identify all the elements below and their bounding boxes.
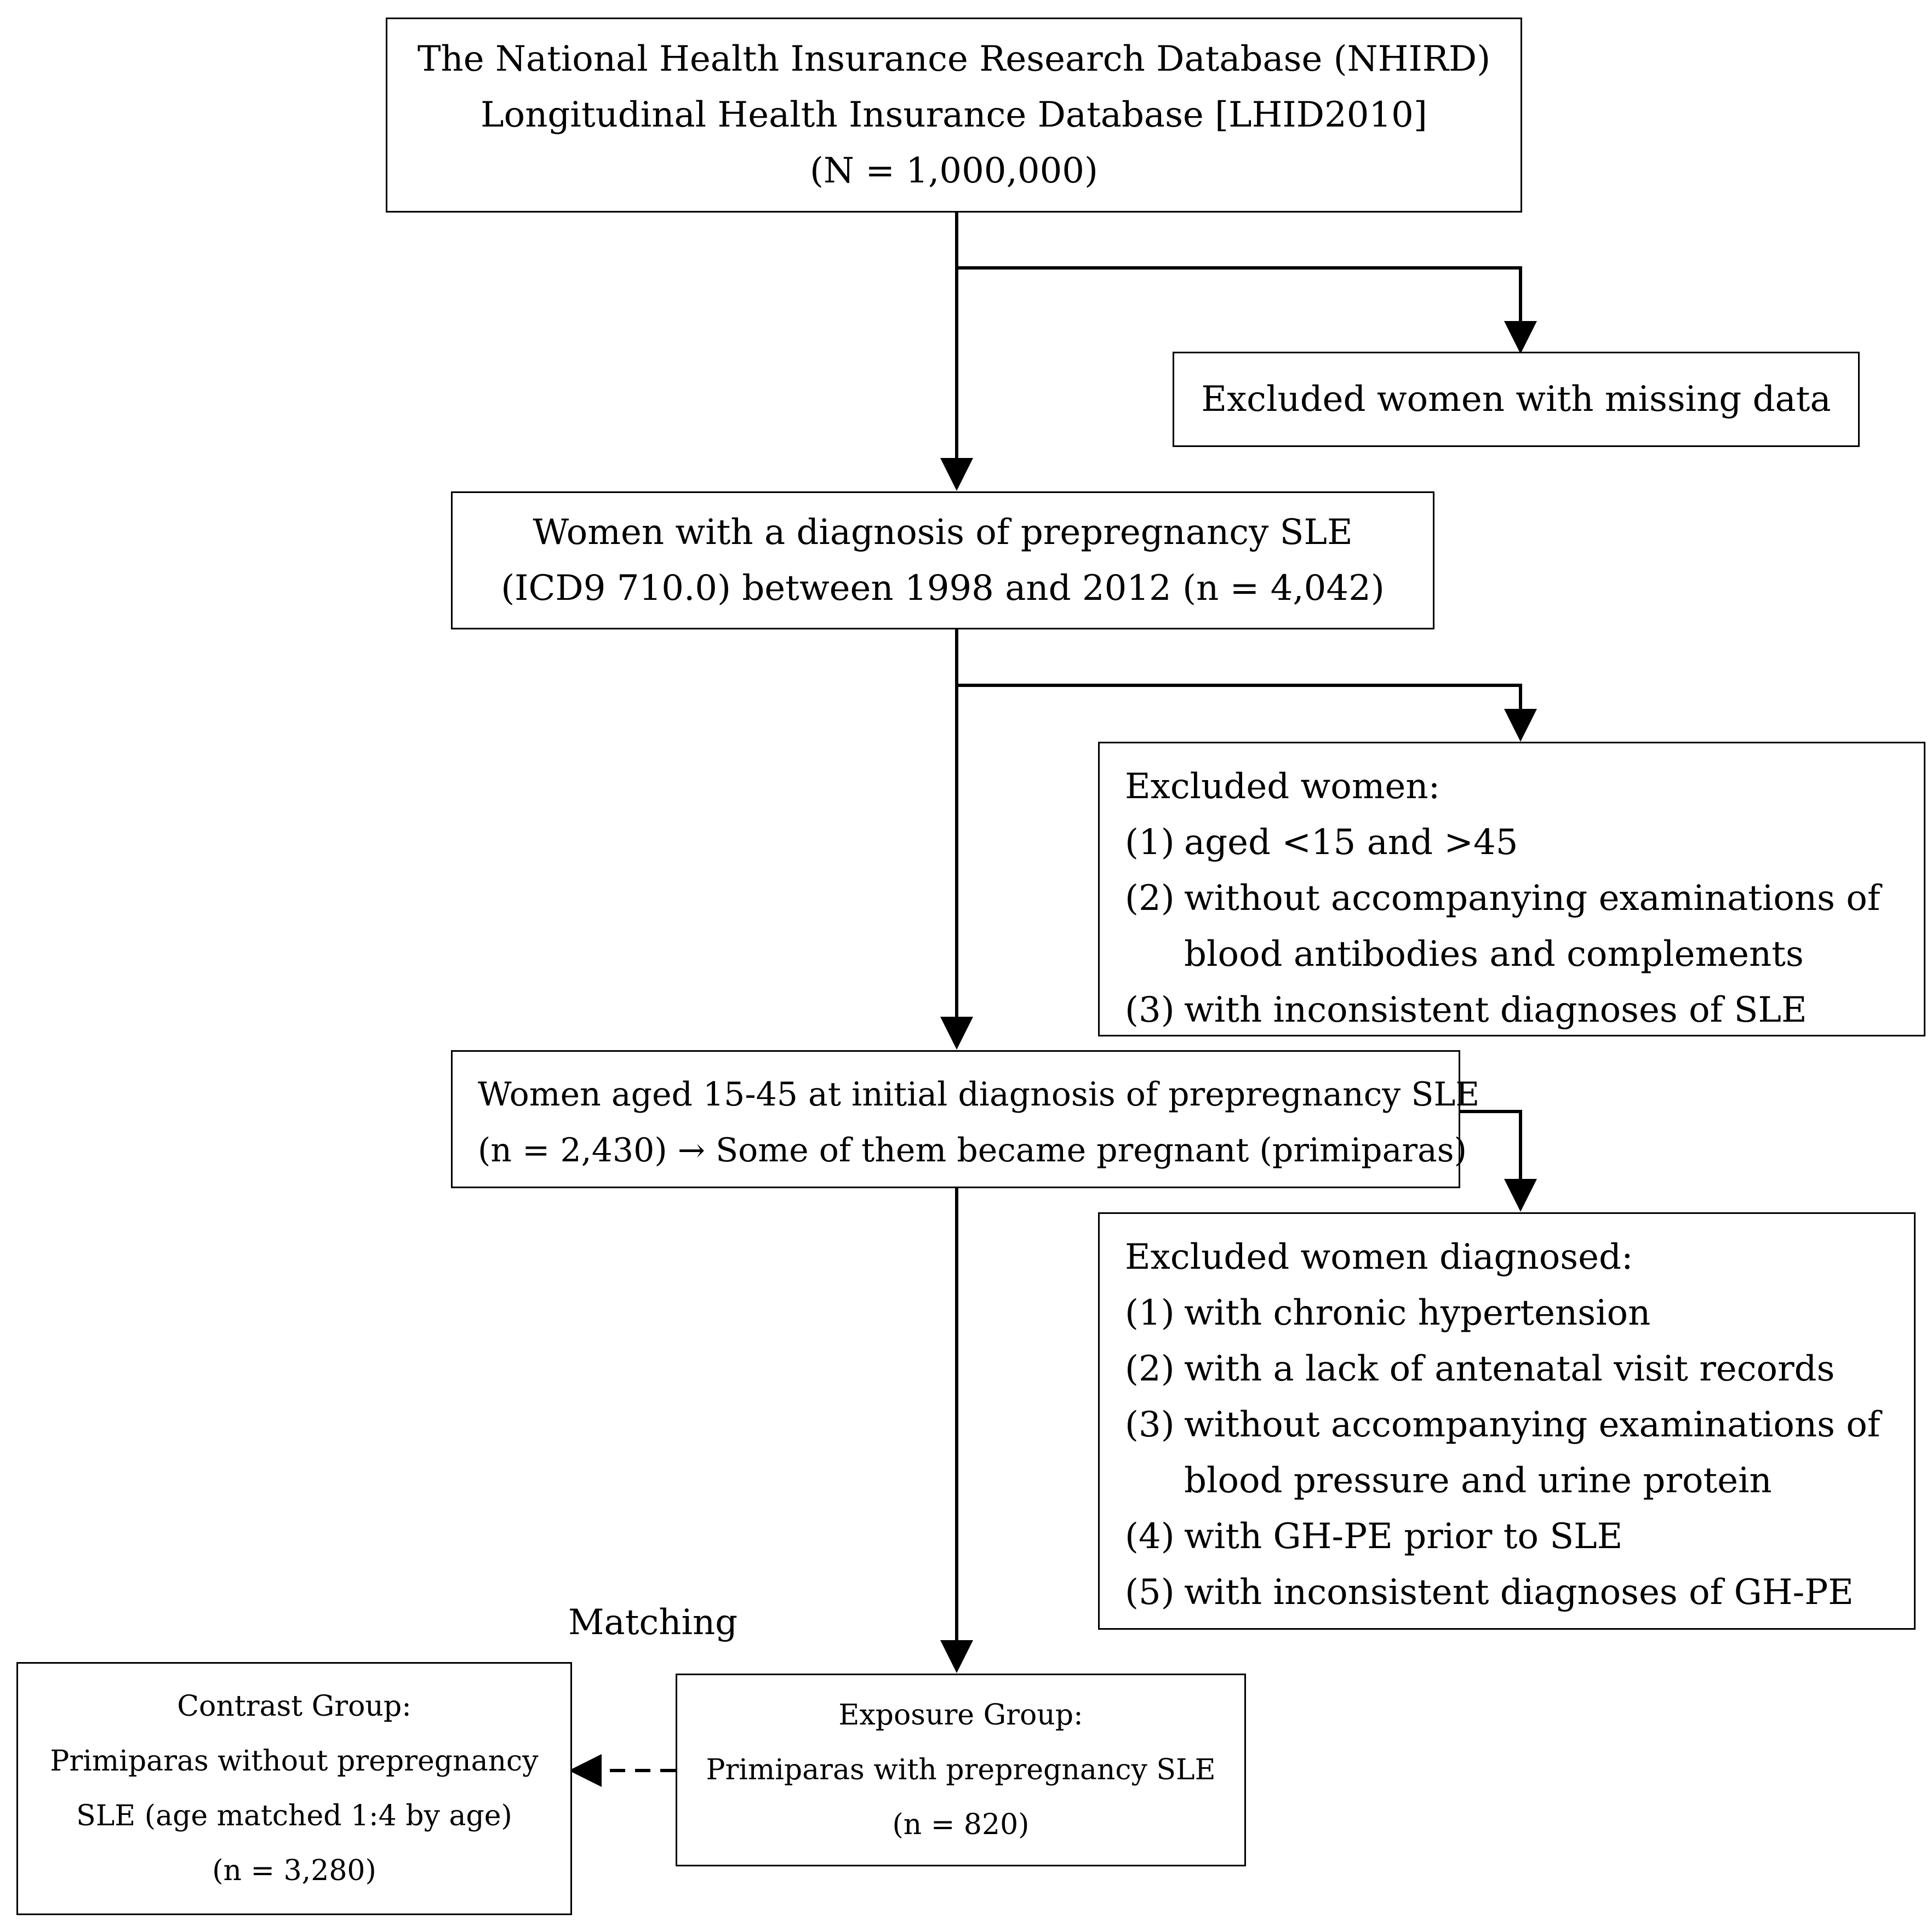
source-line-2: Longitudinal Health Insurance Database [… xyxy=(481,95,1427,135)
contrast-group-line-3: SLE (age matched 1:4 by age) xyxy=(76,1800,512,1832)
criterion-text: with inconsistent diagnoses of GH-PE xyxy=(1184,1572,1854,1613)
criterion-text: without accompanying examinations of xyxy=(1184,1405,1880,1445)
exposure-group-box: Exposure Group: Primiparas with prepregn… xyxy=(676,1674,1246,1866)
arrow-sle-to-excluded-women xyxy=(957,684,1537,742)
criterion-number: (4) xyxy=(1125,1516,1175,1557)
criterion-number: (5) xyxy=(1125,1572,1175,1613)
criterion-text: with inconsistent diagnoses of SLE xyxy=(1184,990,1807,1030)
excluded-missing-data-box: Excluded women with missing data xyxy=(1173,352,1860,447)
criterion-number: (3) xyxy=(1125,1405,1175,1445)
excluded-diagnosed-criterion-3: (3)without accompanying examinations of xyxy=(1125,1397,1914,1453)
criterion-text: without accompanying examinations of xyxy=(1184,878,1880,919)
excluded-women-heading: Excluded women: xyxy=(1125,766,1441,807)
excluded-women-box: Excluded women: (1)aged <15 and >45 (2)w… xyxy=(1098,742,1925,1036)
excluded-women-criterion-2: (2)without accompanying examinations of xyxy=(1125,870,1924,926)
criterion-number: (3) xyxy=(1125,990,1175,1030)
criterion-text: with chronic hypertension xyxy=(1184,1293,1651,1333)
excluded-women-criterion-1: (1)aged <15 and >45 xyxy=(1125,815,1924,870)
exposure-group-title: Exposure Group: xyxy=(838,1699,1083,1732)
excluded-women-criterion-2-continued: blood antibodies and complements xyxy=(1184,934,1804,975)
criterion-number: (1) xyxy=(1125,1293,1175,1333)
contrast-group-line-2: Primiparas without prepregnancy xyxy=(50,1745,539,1778)
criterion-text: aged <15 and >45 xyxy=(1184,822,1518,863)
excluded-women-criterion-3: (3)with inconsistent diagnoses of SLE xyxy=(1125,982,1924,1038)
source-line-1: The National Health Insurance Research D… xyxy=(417,39,1491,79)
matching-label: Matching xyxy=(568,1602,738,1643)
source-database-box: The National Health Insurance Research D… xyxy=(386,18,1522,213)
excluded-diagnosed-criterion-4: (4)with GH-PE prior to SLE xyxy=(1125,1509,1914,1565)
criterion-number: (2) xyxy=(1125,1349,1175,1389)
criterion-number: (1) xyxy=(1125,822,1175,863)
contrast-group-count: (n = 3,280) xyxy=(212,1854,376,1887)
sle-diagnosis-line-1: Women with a diagnosis of prepregnancy S… xyxy=(533,512,1353,553)
excluded-diagnosed-criterion-2: (2)with a lack of antenatal visit record… xyxy=(1125,1341,1914,1397)
excluded-diagnosed-criterion-1: (1)with chronic hypertension xyxy=(1125,1285,1914,1341)
aged-15-45-line-1: Women aged 15-45 at initial diagnosis of… xyxy=(478,1075,1480,1114)
contrast-group-title: Contrast Group: xyxy=(177,1690,411,1723)
exposure-group-line-2: Primiparas with prepregnancy SLE xyxy=(706,1754,1216,1786)
arrow-source-to-excluded-missing xyxy=(957,266,1537,354)
sle-diagnosis-line-2: (ICD9 710.0) between 1998 and 2012 (n = … xyxy=(501,568,1385,609)
excluded-diagnosed-criterion-5: (5)with inconsistent diagnoses of GH-PE xyxy=(1125,1565,1914,1620)
sle-diagnosis-box: Women with a diagnosis of prepregnancy S… xyxy=(451,491,1434,629)
aged-15-45-line-2: (n = 2,430) → Some of them became pregna… xyxy=(478,1131,1467,1170)
excluded-diagnosed-criterion-3-continued: blood pressure and urine protein xyxy=(1184,1460,1772,1501)
contrast-group-box: Contrast Group: Primiparas without prepr… xyxy=(16,1662,572,1915)
aged-15-45-box: Women aged 15-45 at initial diagnosis of… xyxy=(451,1050,1480,1188)
exposure-group-count: (n = 820) xyxy=(892,1808,1030,1841)
excluded-diagnosed-heading: Excluded women diagnosed: xyxy=(1125,1237,1633,1277)
criterion-number: (2) xyxy=(1125,878,1175,919)
criterion-text: with a lack of antenatal visit records xyxy=(1184,1349,1835,1389)
arrow-aged-to-excluded-diagnosed xyxy=(1459,1110,1537,1212)
source-line-3: (N = 1,000,000) xyxy=(810,151,1098,191)
excluded-missing-data-text: Excluded women with missing data xyxy=(1201,379,1831,420)
criterion-text: with GH-PE prior to SLE xyxy=(1184,1516,1623,1557)
excluded-diagnosed-box: Excluded women diagnosed: (1)with chroni… xyxy=(1098,1212,1916,1630)
